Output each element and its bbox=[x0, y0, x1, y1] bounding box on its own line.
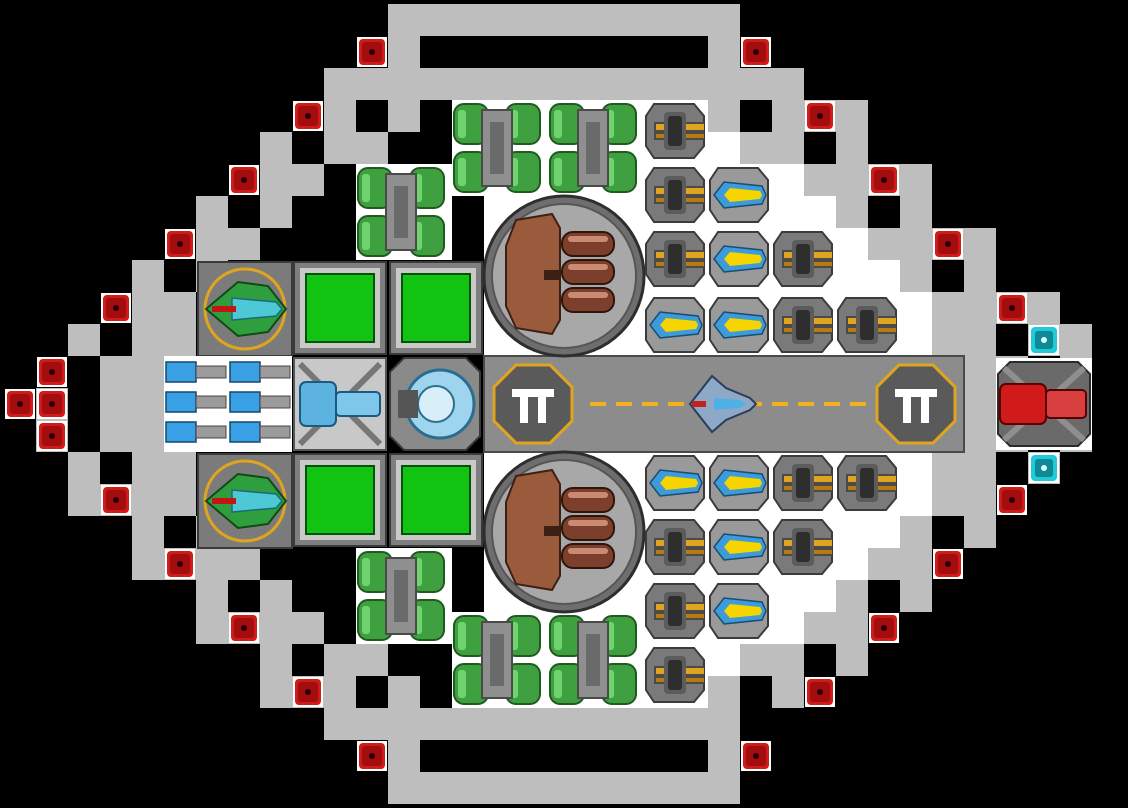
defense-node-icon[interactable] bbox=[869, 613, 899, 643]
blue-turret-icon[interactable] bbox=[709, 519, 769, 575]
defense-node-icon[interactable] bbox=[997, 293, 1027, 323]
defense-node-icon[interactable] bbox=[933, 549, 963, 579]
blue-turret-icon[interactable] bbox=[709, 167, 769, 223]
defense-node-icon[interactable] bbox=[165, 549, 195, 579]
defense-node-icon[interactable] bbox=[933, 229, 963, 259]
defense-node-icon[interactable] bbox=[5, 389, 35, 419]
gold-turret-icon[interactable] bbox=[645, 167, 705, 223]
gold-turret-icon[interactable] bbox=[645, 583, 705, 639]
defense-node-icon[interactable] bbox=[37, 421, 67, 451]
reactor-icon[interactable] bbox=[389, 357, 481, 451]
gold-turret-icon[interactable] bbox=[837, 297, 897, 353]
fuel-tank-icon[interactable] bbox=[356, 548, 446, 644]
blue-turret-icon[interactable] bbox=[645, 455, 705, 511]
defense-node-icon[interactable] bbox=[741, 741, 771, 771]
green-fighter-icon[interactable] bbox=[197, 261, 293, 357]
defense-node-icon[interactable] bbox=[869, 165, 899, 195]
red-thruster-icon[interactable] bbox=[996, 358, 1092, 450]
blue-turret-icon[interactable] bbox=[709, 455, 769, 511]
fuel-tank-icon[interactable] bbox=[548, 100, 638, 196]
battery-rack-icon[interactable] bbox=[164, 356, 292, 452]
defense-node-icon[interactable] bbox=[805, 101, 835, 131]
defense-node-icon[interactable] bbox=[997, 485, 1027, 515]
fuel-tank-icon[interactable] bbox=[356, 164, 446, 260]
gold-turret-icon[interactable] bbox=[837, 455, 897, 511]
gold-turret-icon[interactable] bbox=[645, 519, 705, 575]
defense-node-icon[interactable] bbox=[293, 101, 323, 131]
cargo-bay-icon[interactable] bbox=[482, 450, 646, 614]
gold-turret-icon[interactable] bbox=[773, 231, 833, 287]
green-fighter-icon[interactable] bbox=[197, 453, 293, 549]
blue-turret-icon[interactable] bbox=[709, 231, 769, 287]
fuel-tank-icon[interactable] bbox=[452, 100, 542, 196]
engine-icon[interactable] bbox=[293, 357, 387, 451]
defense-node-icon[interactable] bbox=[165, 229, 195, 259]
gold-turret-icon[interactable] bbox=[645, 647, 705, 703]
defense-node-icon[interactable] bbox=[37, 357, 67, 387]
fuel-tank-icon[interactable] bbox=[548, 612, 638, 708]
gold-turret-icon[interactable] bbox=[773, 455, 833, 511]
blue-turret-icon[interactable] bbox=[709, 583, 769, 639]
defense-node-icon[interactable] bbox=[357, 741, 387, 771]
defense-node-icon[interactable] bbox=[37, 389, 67, 419]
gold-turret-icon[interactable] bbox=[645, 231, 705, 287]
fuel-tank-icon[interactable] bbox=[452, 612, 542, 708]
defense-node-icon[interactable] bbox=[101, 485, 131, 515]
defense-node-icon[interactable] bbox=[293, 677, 323, 707]
blue-turret-icon[interactable] bbox=[645, 297, 705, 353]
landing-pad-icon[interactable] bbox=[875, 363, 957, 445]
gold-turret-icon[interactable] bbox=[645, 103, 705, 159]
gold-turret-icon[interactable] bbox=[773, 297, 833, 353]
sensor-node-icon[interactable] bbox=[1029, 453, 1059, 483]
landing-pad-icon[interactable] bbox=[492, 363, 574, 445]
green-module-icon[interactable] bbox=[293, 261, 387, 355]
cargo-bay-icon[interactable] bbox=[482, 194, 646, 358]
defense-node-icon[interactable] bbox=[805, 677, 835, 707]
green-module-icon[interactable] bbox=[389, 453, 483, 547]
defense-node-icon[interactable] bbox=[357, 37, 387, 67]
blue-turret-icon[interactable] bbox=[709, 297, 769, 353]
green-module-icon[interactable] bbox=[389, 261, 483, 355]
sensor-node-icon[interactable] bbox=[1029, 325, 1059, 355]
defense-node-icon[interactable] bbox=[101, 293, 131, 323]
defense-node-icon[interactable] bbox=[229, 165, 259, 195]
green-module-icon[interactable] bbox=[293, 453, 387, 547]
fighter-ship-icon[interactable] bbox=[688, 374, 758, 434]
gold-turret-icon[interactable] bbox=[773, 519, 833, 575]
defense-node-icon[interactable] bbox=[229, 613, 259, 643]
defense-node-icon[interactable] bbox=[741, 37, 771, 67]
